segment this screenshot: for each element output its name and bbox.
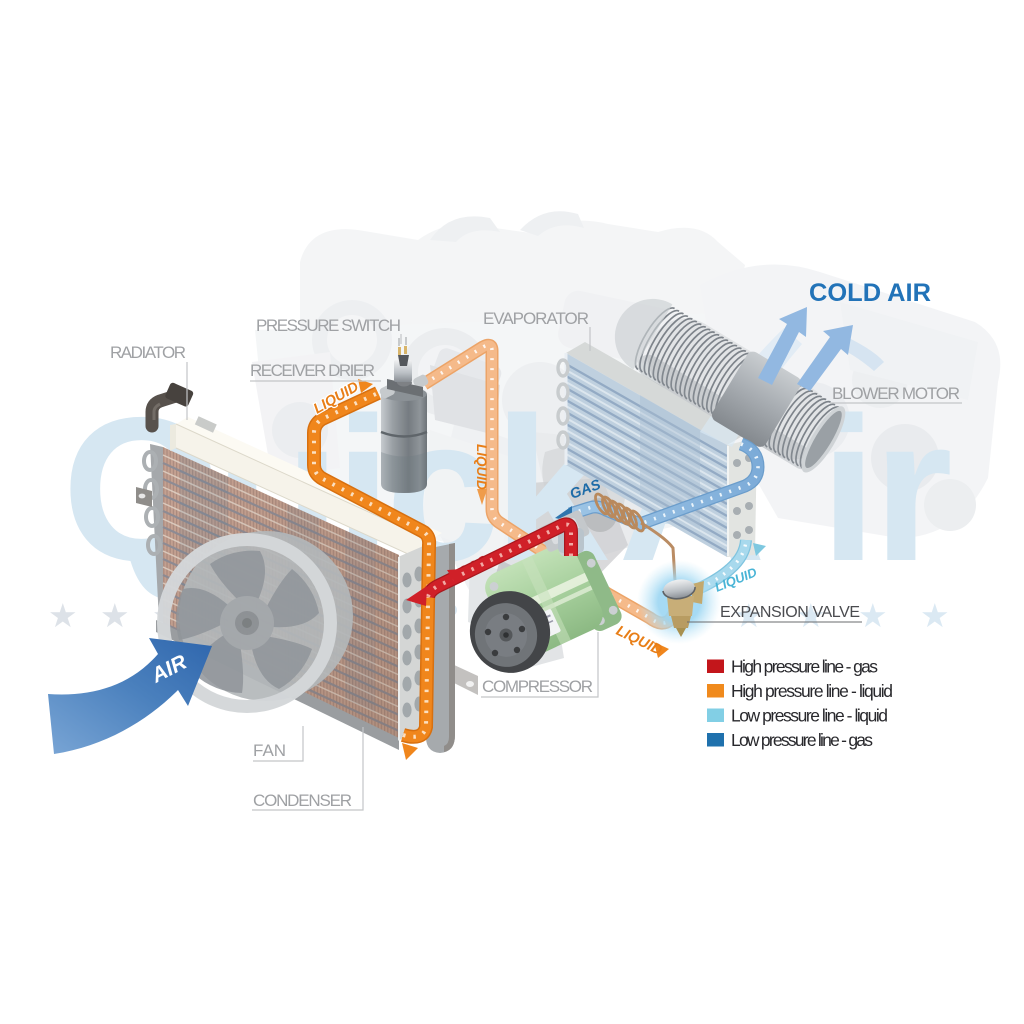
svg-text:FAN: FAN: [253, 741, 286, 760]
svg-text:LIQUID: LIQUID: [474, 444, 489, 490]
svg-text:Low pressure line - gas: Low pressure line - gas: [731, 730, 873, 750]
svg-text:PRESSURE SWITCH: PRESSURE SWITCH: [256, 316, 401, 335]
svg-text:★: ★: [734, 597, 764, 634]
svg-text:COLD AIR: COLD AIR: [809, 279, 931, 307]
svg-text:CONDENSER: CONDENSER: [253, 791, 352, 810]
svg-text:RECEIVER DRIER: RECEIVER DRIER: [250, 361, 375, 380]
svg-text:★: ★: [858, 597, 888, 634]
svg-text:★: ★: [796, 597, 826, 634]
svg-text:EVAPORATOR: EVAPORATOR: [483, 309, 589, 328]
svg-text:★: ★: [100, 597, 130, 634]
svg-text:★: ★: [48, 597, 78, 634]
svg-text:EXPANSION VALVE: EXPANSION VALVE: [720, 604, 860, 621]
svg-text:Low pressure line - liquid: Low pressure line - liquid: [731, 706, 888, 726]
svg-text:RADIATOR: RADIATOR: [110, 343, 186, 362]
svg-text:COMPRESSOR: COMPRESSOR: [482, 677, 593, 696]
svg-text:★: ★: [920, 597, 950, 634]
svg-text:BLOWER MOTOR: BLOWER MOTOR: [832, 384, 960, 403]
svg-text:High pressure line - liquid: High pressure line - liquid: [731, 681, 893, 701]
svg-text:High pressure line - gas: High pressure line - gas: [731, 657, 878, 677]
